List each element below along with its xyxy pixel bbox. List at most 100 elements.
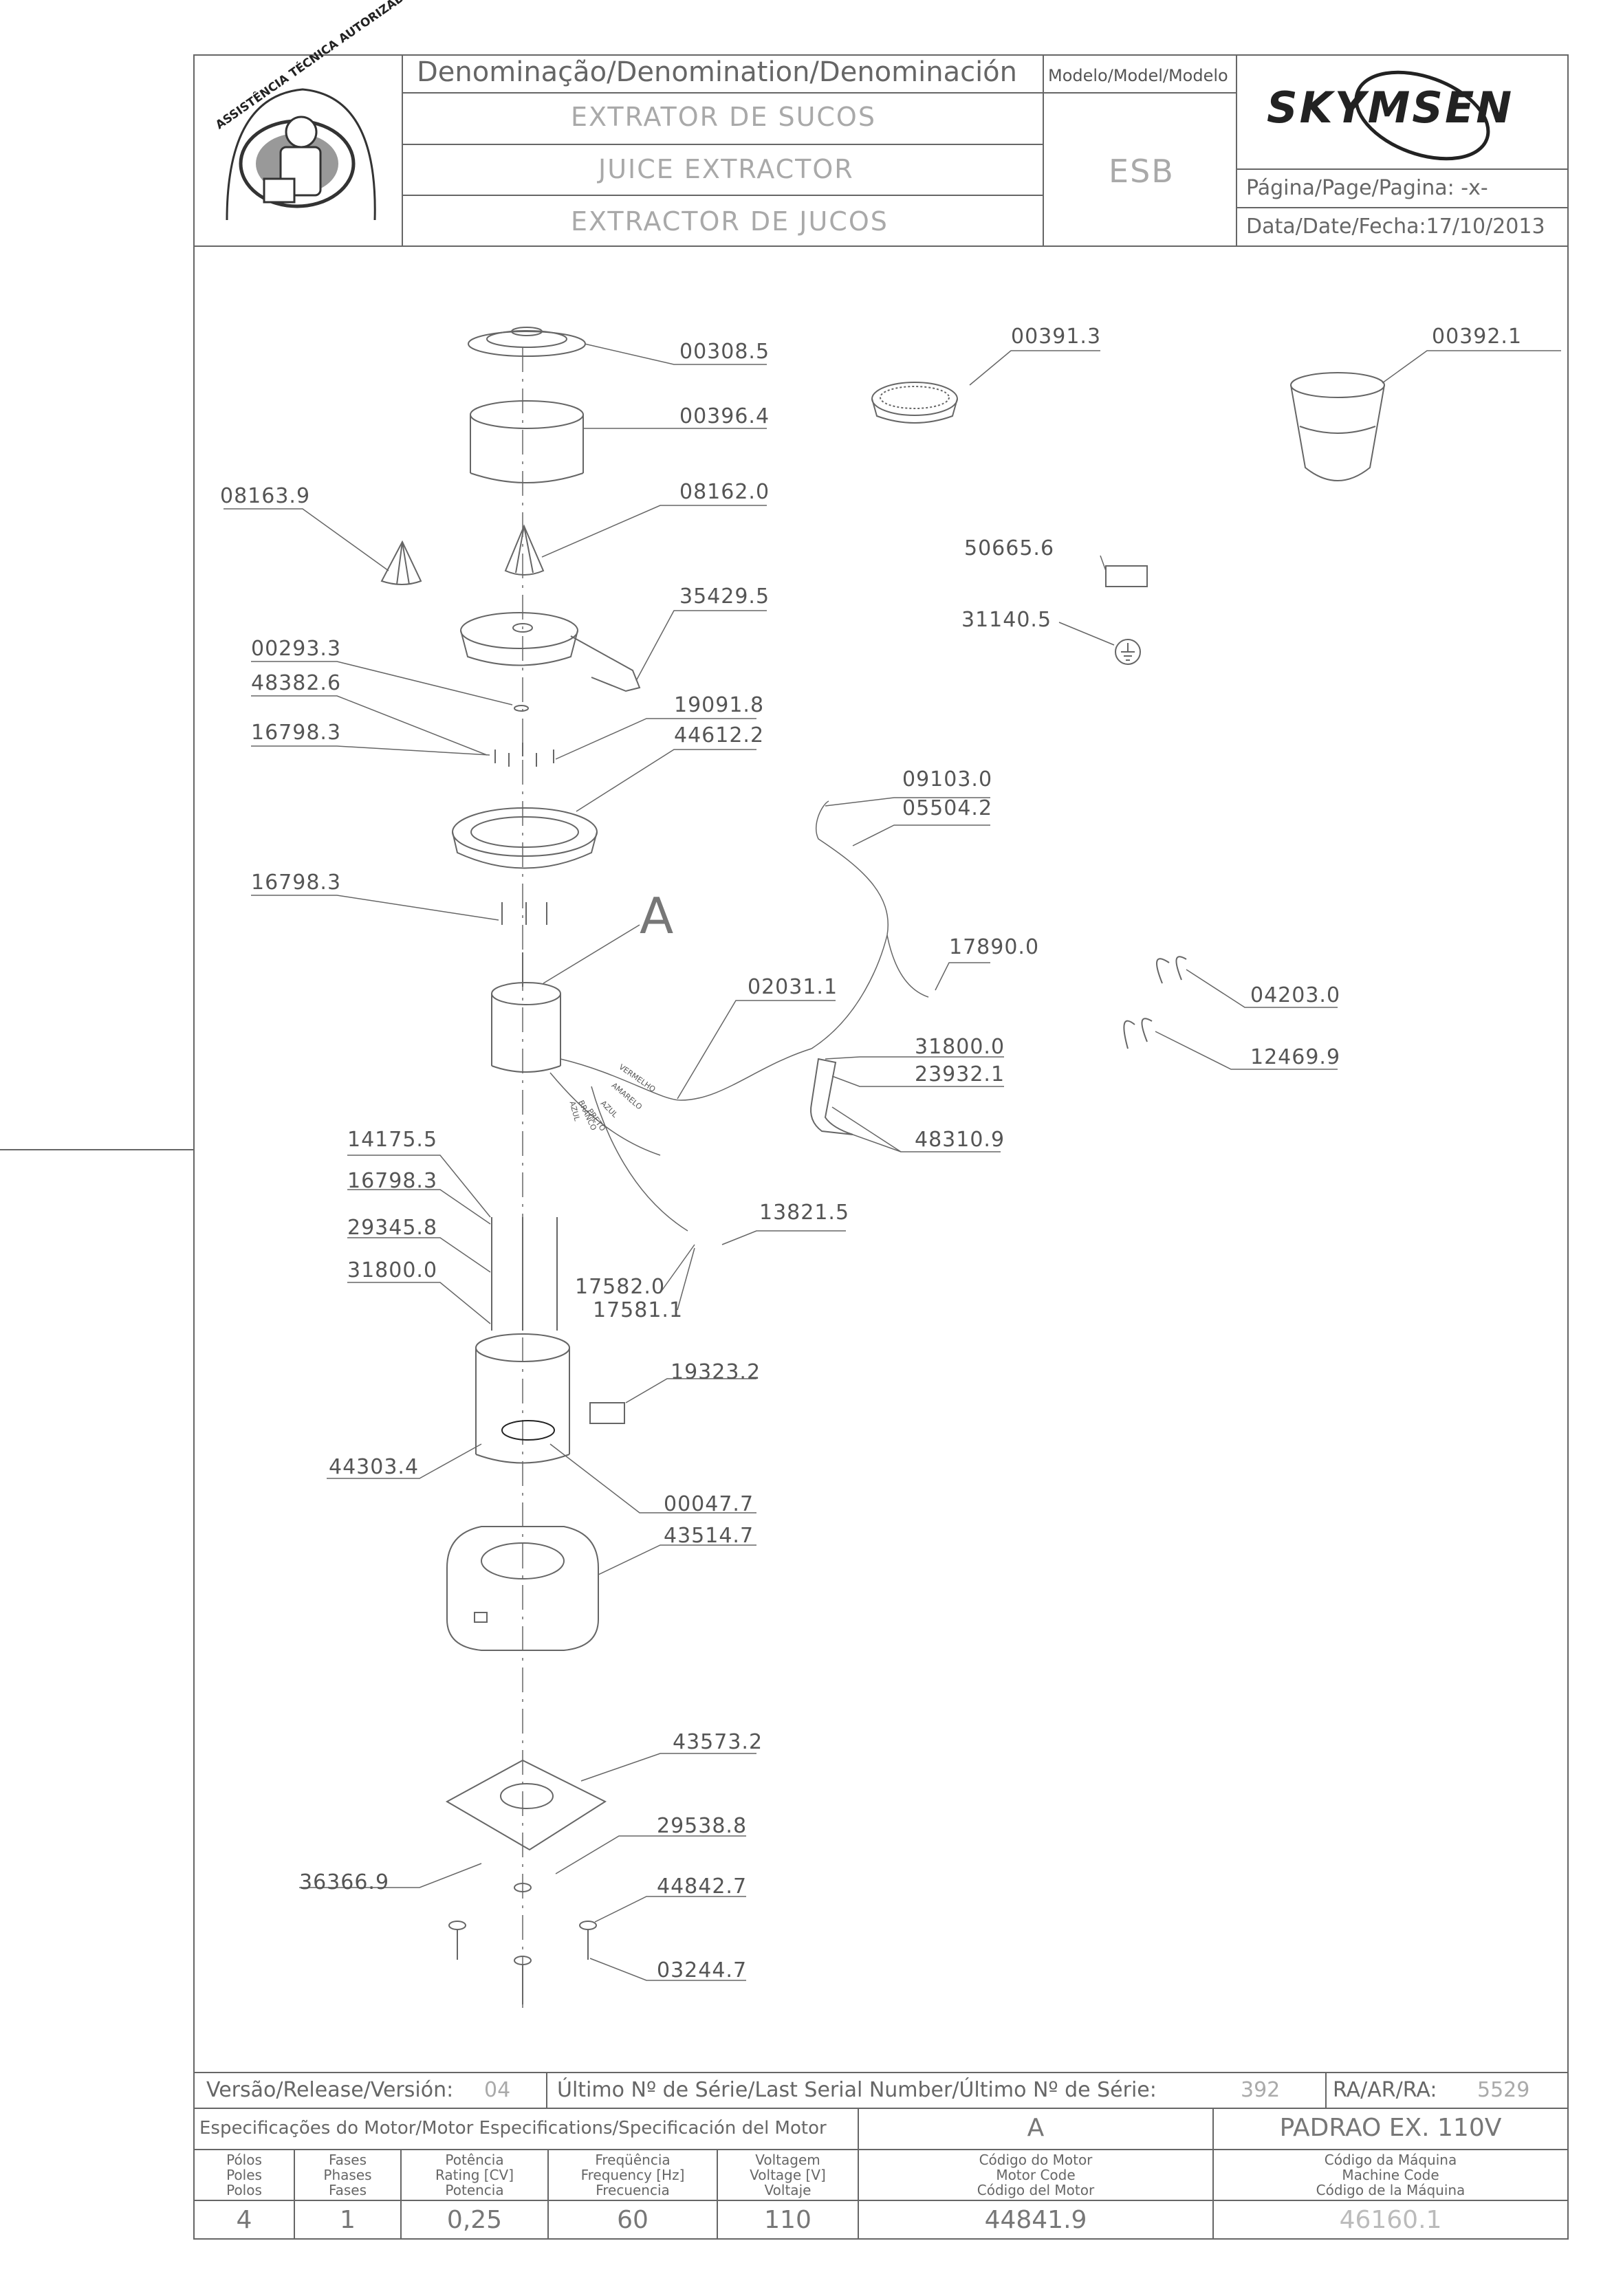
ground-symbol [1115, 639, 1141, 665]
seal-washer [514, 705, 529, 712]
part-48382-6: 48382.6 [251, 671, 342, 695]
part-00392-1: 00392.1 [1432, 325, 1523, 349]
part-17890-0: 17890.0 [949, 935, 1040, 959]
part-43573-2: 43573.2 [673, 1730, 763, 1754]
detail-callout-a: A [640, 887, 674, 945]
skymsen-logo [1354, 70, 1490, 161]
part-02031-1: 02031.1 [748, 975, 838, 999]
denomination-label: Denominação/Denomination/Denominación [417, 56, 1018, 88]
part-35429-5: 35429.5 [679, 584, 770, 609]
motor-spec-value: A [1027, 2114, 1045, 2142]
part-08163-9: 08163.9 [220, 484, 311, 508]
part-17582-0: 17582.0 [575, 1275, 666, 1299]
serial-value: 392 [1241, 2078, 1281, 2102]
part-00391-3: 00391.3 [1011, 325, 1102, 349]
name-spanish: EXTRACTOR DE JUCOS [571, 206, 889, 237]
authorized-service-seal [226, 88, 376, 221]
top-bowl-drawing [460, 612, 641, 692]
part-44612-2: 44612.2 [674, 723, 765, 747]
phases-value: 1 [340, 2206, 356, 2234]
stud-set [491, 1217, 558, 1331]
part-03244-7: 03244.7 [657, 1958, 748, 1982]
screw-set-1 [494, 743, 554, 767]
part-29345-8: 29345.8 [347, 1216, 438, 1240]
voltage-value: 110 [764, 2206, 812, 2234]
base-drawing [446, 1526, 599, 1651]
part-00396-4: 00396.4 [679, 404, 770, 428]
part-19091-8: 19091.8 [674, 693, 765, 717]
frequency-header: Freqüência Frequency [Hz] Frecuencia [580, 2152, 685, 2198]
frequency-value: 60 [617, 2206, 649, 2234]
motor-drawing [491, 952, 561, 1073]
model-label: Modelo/Model/Modelo [1048, 66, 1228, 85]
footer-table-grid [194, 2072, 1568, 2239]
part-50665-6: 50665.6 [964, 536, 1055, 560]
power-header: Potência Rating [CV] Potencia [435, 2152, 514, 2198]
part-12469-9: 12469.9 [1250, 1045, 1341, 1069]
label-decal [589, 1402, 625, 1424]
leader-lines [224, 343, 1561, 1981]
part-19323-2: 19323.2 [671, 1360, 761, 1384]
switch-plate-drawing [810, 1058, 853, 1135]
feet-drawing [448, 1883, 597, 2004]
screw-set-2 [501, 902, 547, 925]
ra-value: 5529 [1477, 2078, 1530, 2102]
part-16798-3-top: 16798.3 [251, 721, 342, 745]
part-44842-7: 44842.7 [657, 1874, 748, 1899]
release-label: Versão/Release/Versión: [206, 2078, 454, 2102]
part-04203-0: 04203.0 [1250, 983, 1341, 1007]
part-09103-0: 09103.0 [902, 767, 993, 791]
bottom-plate-drawing [445, 1759, 607, 1851]
part-48310-9: 48310.9 [915, 1128, 1005, 1152]
release-value: 04 [484, 2078, 511, 2102]
part-16798-3-low: 16798.3 [347, 1169, 438, 1193]
juice-cup-drawing [470, 400, 584, 483]
part-00047-7: 00047.7 [664, 1492, 754, 1516]
power-value: 0,25 [446, 2206, 503, 2234]
small-reamer-drawing [380, 540, 422, 585]
reamer-drawing [504, 524, 545, 576]
part-31140-5: 31140.5 [961, 608, 1052, 632]
part-31800-0-stud: 31800.0 [347, 1258, 438, 1282]
part-00293-3: 00293.3 [251, 637, 342, 661]
standard-value: PADRAO EX. 110V [1279, 2114, 1502, 2142]
part-05504-2: 05504.2 [902, 796, 993, 820]
phases-header: Fases Phases Fases [323, 2152, 372, 2198]
date-label: Data/Date/Fecha:17/10/2013 [1246, 215, 1545, 239]
serial-label: Último Nº de Série/Last Serial Number/Úl… [557, 2078, 1157, 2102]
part-31800-0-harness: 31800.0 [915, 1035, 1005, 1059]
part-29538-8: 29538.8 [657, 1814, 748, 1838]
name-english: JUICE EXTRACTOR [598, 154, 854, 184]
name-portuguese: EXTRATOR DE SUCOS [571, 102, 876, 132]
title-block-grid [194, 55, 1568, 247]
sieve-drawing [871, 382, 958, 424]
voltage-header: Voltagem Voltage [V] Voltaje [750, 2152, 826, 2198]
part-08162-0: 08162.0 [679, 480, 770, 504]
part-44303-4: 44303.4 [329, 1455, 420, 1479]
motor-code-header: Código do Motor Motor Code Código del Mo… [977, 2152, 1095, 2198]
page-label: Página/Page/Pagina: -x- [1246, 176, 1488, 200]
ra-label: RA/AR/RA: [1333, 2078, 1437, 2102]
part-13821-5: 13821.5 [759, 1201, 850, 1225]
part-23932-1: 23932.1 [915, 1062, 1005, 1086]
model-value: ESB [1109, 153, 1175, 190]
machine-code-value: 46160.1 [1339, 2206, 1442, 2234]
part-00308-5: 00308.5 [679, 340, 770, 364]
wiring-harness-drawing [549, 800, 929, 1232]
part-43514-7: 43514.7 [664, 1524, 754, 1548]
lid-drawing [468, 327, 586, 357]
upper-housing-drawing [452, 807, 598, 869]
body-housing-drawing [475, 1333, 570, 1464]
motor-spec-label: Especificações do Motor/Motor Especifica… [199, 2118, 827, 2139]
part-36366-9: 36366.9 [299, 1870, 390, 1894]
drawing-border [193, 54, 1569, 2240]
machine-code-header: Código da Máquina Machine Code Código de… [1316, 2152, 1466, 2198]
poles-value: 4 [236, 2206, 252, 2234]
part-17581-1: 17581.1 [593, 1298, 684, 1322]
sticker-drawing [1105, 565, 1148, 587]
measuring-cup-drawing [1290, 372, 1385, 481]
part-16798-3-mid: 16798.3 [251, 871, 342, 895]
motor-code-value: 44841.9 [984, 2206, 1087, 2234]
poles-header: Pólos Poles Polos [226, 2152, 262, 2198]
